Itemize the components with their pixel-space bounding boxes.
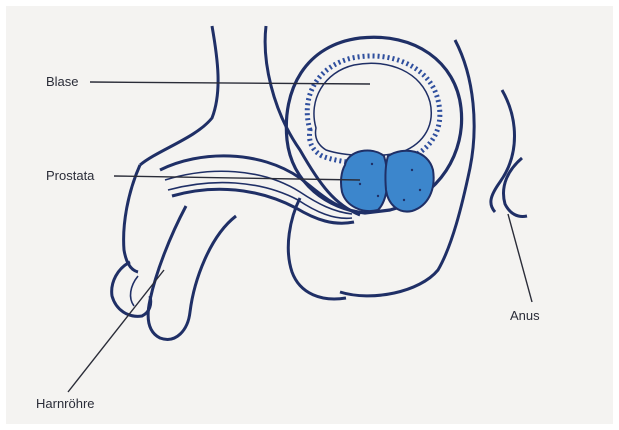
bladder-inner-line [314,63,431,155]
glans-inner-line [131,276,138,306]
label-anus: Anus [510,308,540,323]
penis-upper-contour [124,165,140,272]
label-blase: Blase [46,74,79,89]
scrotum-contour [288,198,346,299]
leader-line-anus [508,214,532,302]
prostate-left-lobe [341,150,387,211]
leader-line-blase [90,82,370,84]
abdominal-wall-line [140,26,218,165]
label-harnroehre: Harnröhre [36,396,95,411]
label-prostata: Prostata [46,168,94,183]
bladder-inner-lining [307,56,440,164]
prostate-right-lobe [385,151,433,212]
leader-line-prostata [114,176,360,180]
leader-line-harnroehre [68,270,164,392]
